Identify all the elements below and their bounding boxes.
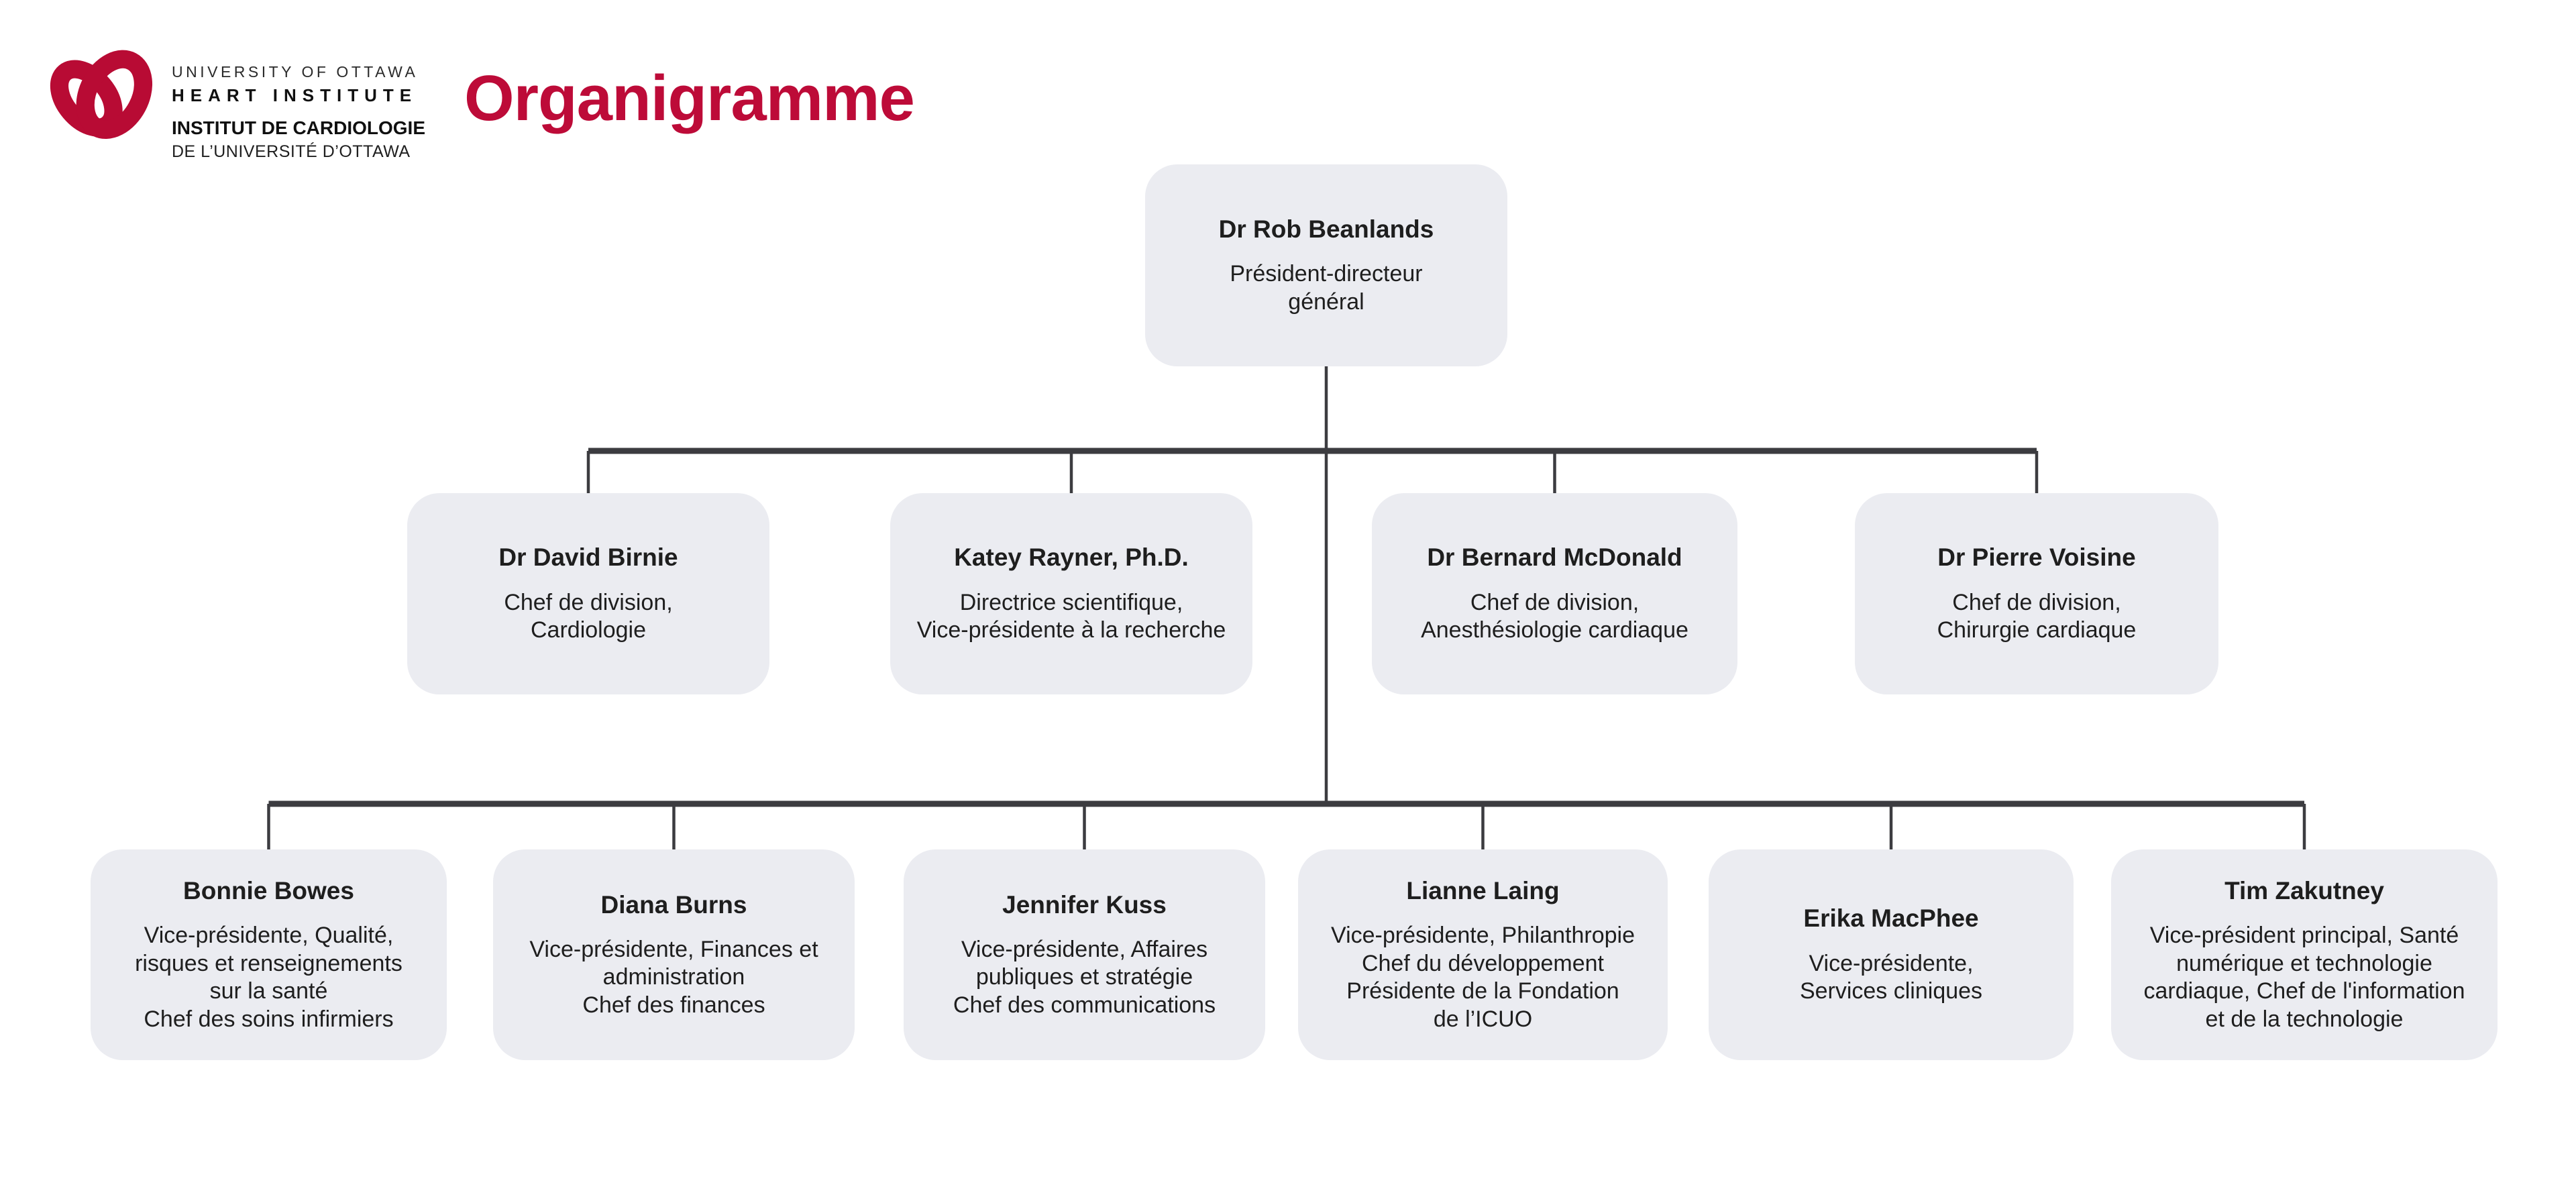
person-role: Chef de division, Chirurgie cardiaque <box>1937 589 2137 643</box>
org-box-david-birnie: Dr David Birnie Chef de division, Cardio… <box>407 493 769 694</box>
org-box-bonnie-bowes: Bonnie Bowes Vice-présidente, Qualité, r… <box>91 849 447 1060</box>
person-name: Diana Burns <box>600 890 747 919</box>
heart-logo-icon <box>50 50 153 140</box>
logo-line-institut-de-cardiologie: INSTITUT DE CARDIOLOGIE <box>172 117 425 138</box>
person-role: Vice-président principal, Santé numériqu… <box>2143 923 2465 1032</box>
person-name: Lianne Laing <box>1406 876 1560 904</box>
org-box-rob-beanlands: Dr Rob Beanlands Président-directeur gén… <box>1145 164 1507 366</box>
person-name: Bonnie Bowes <box>183 876 354 904</box>
logo-wordmark: UNIVERSITY OF OTTAWA HEART INSTITUTE INS… <box>172 63 425 162</box>
person-role: Vice-présidente, Finances et administrat… <box>529 936 818 1018</box>
person-name: Dr Bernard McDonald <box>1427 543 1682 572</box>
logo-line-de-luniversite-dottawa: DE L’UNIVERSITÉ D’OTTAWA <box>172 142 411 161</box>
person-role: Vice-présidente, Affaires publiques et s… <box>953 936 1216 1018</box>
person-name: Katey Rayner, Ph.D. <box>954 543 1189 572</box>
person-role: Chef de division, Anesthésiologie cardia… <box>1421 589 1688 643</box>
org-box-pierre-voisine: Dr Pierre Voisine Chef de division, Chir… <box>1855 493 2218 694</box>
person-role: Vice-présidente, Philanthropie Chef du d… <box>1331 923 1635 1032</box>
person-role: Directrice scientifique, Vice-présidente… <box>916 589 1226 643</box>
org-box-erika-macphee: Erika MacPhee Vice-présidente, Services … <box>1709 849 2074 1060</box>
org-box-jennifer-kuss: Jennifer Kuss Vice-présidente, Affaires … <box>904 849 1265 1060</box>
org-box-bernard-mcdonald: Dr Bernard McDonald Chef de division, An… <box>1372 493 1737 694</box>
org-box-diana-burns: Diana Burns Vice-présidente, Finances et… <box>493 849 855 1060</box>
logo-line-heart-institute: HEART INSTITUTE <box>172 85 418 105</box>
page-title: Organigramme <box>464 62 915 134</box>
person-name: Jennifer Kuss <box>1002 890 1167 919</box>
person-name: Tim Zakutney <box>2224 876 2384 904</box>
org-box-tim-zakutney: Tim Zakutney Vice-président principal, S… <box>2111 849 2498 1060</box>
person-name: Dr David Birnie <box>498 543 678 572</box>
person-role: Vice-présidente, Qualité, risques et ren… <box>135 923 402 1032</box>
person-role: Président-directeur général <box>1230 261 1423 315</box>
person-name: Erika MacPhee <box>1803 904 1979 933</box>
person-role: Vice-présidente, Services cliniques <box>1799 950 1983 1004</box>
logo-line-university-of-ottawa: UNIVERSITY OF OTTAWA <box>172 63 419 81</box>
person-name: Dr Rob Beanlands <box>1218 215 1434 243</box>
org-box-lianne-laing: Lianne Laing Vice-présidente, Philanthro… <box>1298 849 1668 1060</box>
org-box-katey-rayner: Katey Rayner, Ph.D. Directrice scientifi… <box>890 493 1252 694</box>
person-role: Chef de division, Cardiologie <box>504 589 673 643</box>
person-name: Dr Pierre Voisine <box>1937 543 2136 572</box>
